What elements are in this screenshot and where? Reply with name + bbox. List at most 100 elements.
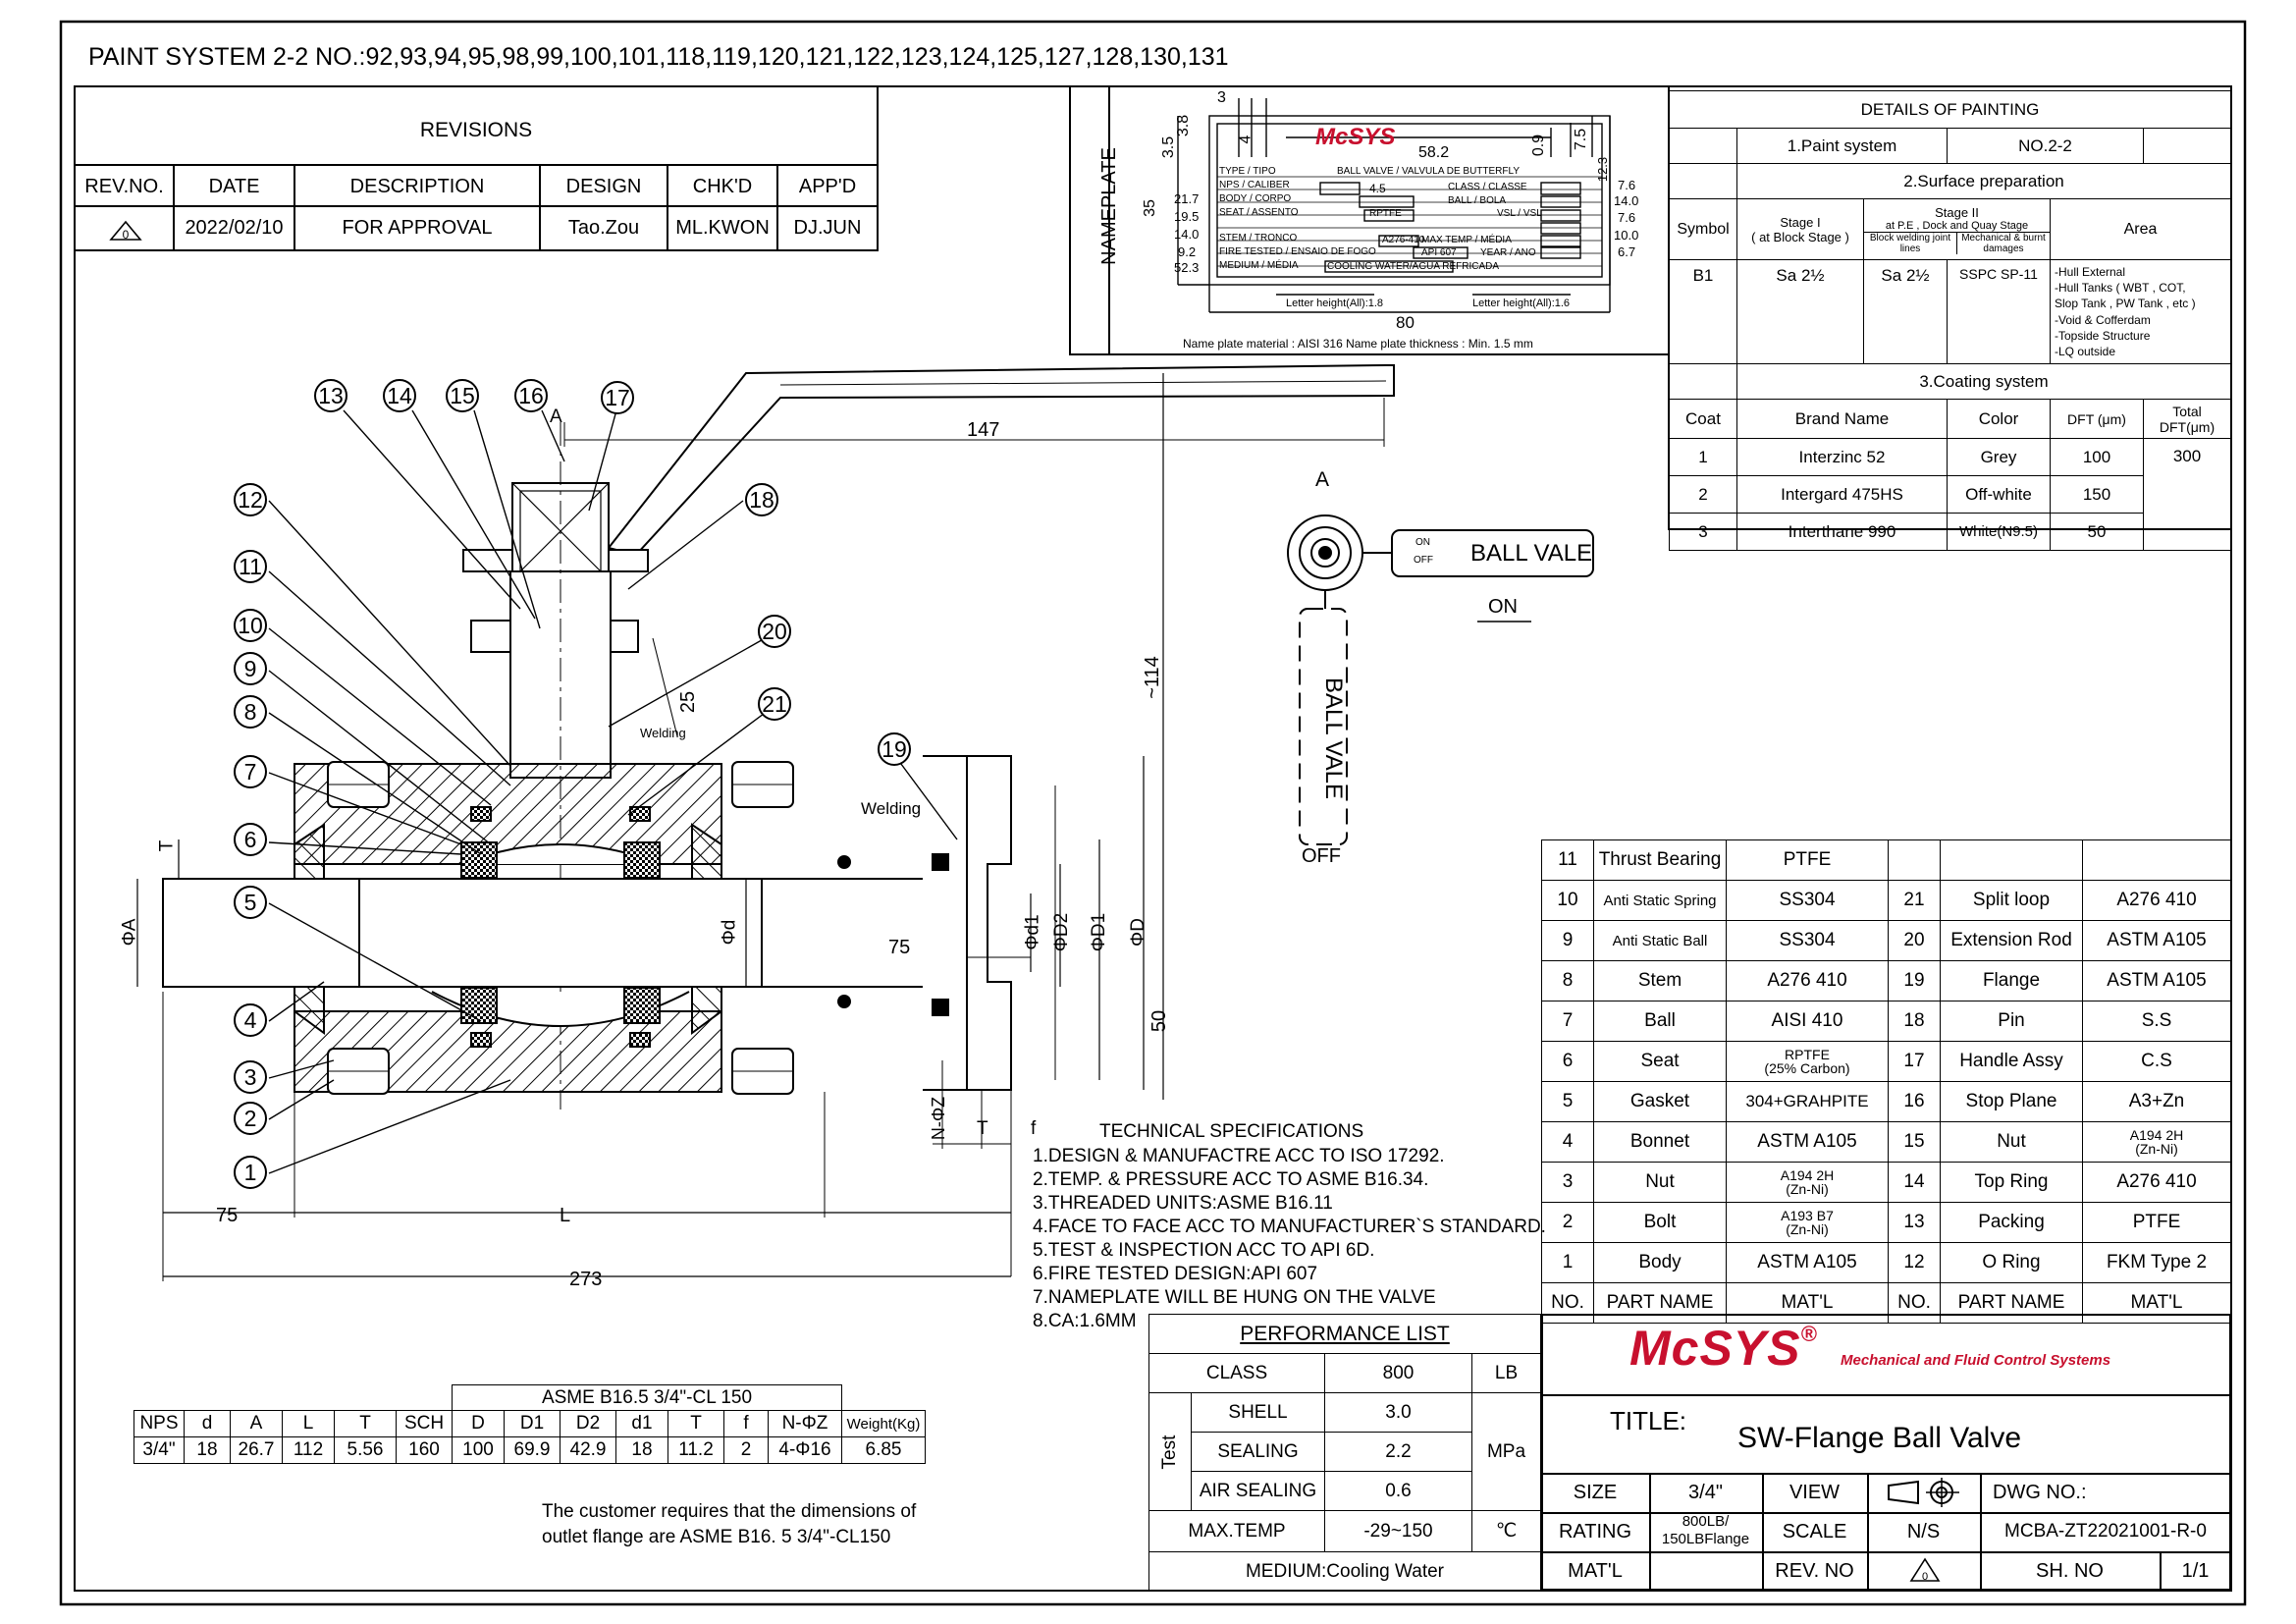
balloon-leaders [268,409,958,1174]
sheet-title: PAINT SYSTEM 2-2 NO.:92,93,94,95,98,99,1… [88,43,1229,71]
dim-header-cell: NPS [133,1410,185,1437]
part-no: 19 [1888,960,1941,1001]
tech-spec-item: 7.NAMEPLATE WILL BE HUNG ON THE VALVE [1033,1287,1436,1308]
handle-small-off: OFF [1414,555,1433,566]
part-name: Handle Assy [1940,1041,2083,1082]
perf-class-label: CLASS [1148,1353,1325,1393]
valve-section [136,364,1395,1281]
np-dim-3-5: 3.5 [1160,135,1178,159]
part-no: 13 [1888,1202,1941,1243]
balloon-3: 3 [234,1060,267,1094]
label-welding-1: Welding [640,726,686,740]
performance-table: PERFORMANCE LIST CLASS 800 LB Test SHELL… [1148,1314,1541,1592]
part-no: 9 [1541,920,1594,961]
tech-spec-item: 4.FACE TO FACE ACC TO MANUFACTURER`S STA… [1033,1217,1546,1237]
part-name: Ball [1593,1001,1727,1042]
np-nps-label: NPS / CALIBER [1219,180,1290,190]
brand-3: Interthane 990 [1736,513,1948,552]
part-no: 17 [1888,1041,1941,1082]
tech-spec-item: 1.DESIGN & MANUFACTRE ACC TO ISO 17292. [1033,1146,1445,1166]
coat-3: 3 [1669,513,1737,552]
part-name: Split loop [1940,880,2083,921]
color-3: White(N9.5) [1947,513,2051,552]
title-block-divider-3 [1541,1512,2231,1514]
part-material-line2: (Zn-Ni) [1786,1221,1829,1237]
perf-medium: MEDIUM:Cooling Water [1148,1551,1541,1592]
label-phi-d: Φd [719,919,740,946]
np-year-label: YEAR / ANO [1480,247,1536,258]
title-block-vline-1 [1649,1473,1651,1591]
brand-header: Brand Name [1736,399,1948,440]
part-material: ASTM A105 [1726,1242,1889,1283]
part-material-line1: RPTFE [1785,1047,1830,1062]
customer-note-1: The customer requires that the dimension… [542,1501,917,1522]
np-material-note: Name plate material : AISI 316 Name plat… [1183,337,1533,351]
balloon-7: 7 [234,755,267,788]
part-material: S.S [2082,1001,2231,1042]
perf-sealing-value: 2.2 [1324,1432,1472,1472]
balloon-15: 15 [446,379,479,412]
perf-air-value: 0.6 [1324,1471,1472,1511]
part-material: A276 410 [1726,960,1889,1001]
label-on: ON [1488,596,1518,618]
scale-value: N/S [1906,1521,1941,1543]
part-name: O Ring [1940,1242,2083,1283]
np-maxtemp-label: MAX TEMP / MÉDIA [1421,235,1512,245]
part-material: A193 B7(Zn-Ni) [1726,1202,1889,1243]
nameplate-logo: McSYS [1315,124,1396,150]
dim-273: 273 [569,1269,603,1290]
dim-L: L [560,1205,571,1226]
dim-value-cell: 4-Φ16 [768,1436,842,1464]
part-name: Anti Static Ball [1593,920,1727,961]
total-dft-header: Total DFT(μm) [2143,399,2231,440]
balloon-8: 8 [234,695,267,729]
np-dim-9-2: 9.2 [1178,244,1197,259]
area-line-2: Slop Tank , PW Tank , etc ) [2055,297,2196,311]
tech-spec-item: 6.FIRE TESTED DESIGN:API 607 [1033,1264,1318,1284]
balloon-11: 11 [234,550,267,583]
dim-header-cell: SCH [396,1410,453,1437]
dim-value-cell: 18 [615,1436,668,1464]
coating-title: 3.Coating system [1736,363,2231,401]
rev-col-approved: APP'D [798,176,857,197]
dim-header-cell: T [334,1410,397,1437]
part-name: Top Ring [1940,1162,2083,1203]
np-vsl-label: VSL / VSL [1497,208,1542,219]
np-stem-label: STEM / TRONCO [1219,233,1298,244]
paint-system-value: NO.2-2 [1947,128,2144,164]
part-material: ASTM A105 [2082,960,2231,1001]
part-name: Body [1593,1242,1727,1283]
label-f: f [1031,1118,1037,1139]
part-no: 2 [1541,1202,1594,1243]
dim-114: ~114 [1141,656,1163,699]
rev-col-checked: CHK'D [692,176,753,197]
np-dim-14-0r: 14.0 [1614,193,1639,208]
parts-footer-no: NO. [1888,1282,1941,1324]
dft-header: DFT (μm) [2050,399,2144,440]
balloon-5: 5 [234,886,267,919]
rev-col-date: DATE [208,176,260,197]
part-material: C.S [2082,1041,2231,1082]
balloon-6: 6 [234,823,267,856]
part-no [1888,839,1941,881]
rev-no-value: 0 [1921,1571,1929,1583]
sheet-no-value: 1/1 [2181,1560,2210,1582]
part-material-line2: (Zn-Ni) [2135,1141,2178,1157]
np-dim-14-0: 14.0 [1174,227,1200,242]
handle-text-off: BALL VALE [1320,677,1348,800]
outer-border [59,20,2247,1606]
customer-note-2: outlet flange are ASME B16. 5 3/4"-CL150 [542,1527,891,1547]
part-name: Seat [1593,1041,1727,1082]
label-phi-A: ΦA [119,918,140,947]
dim-value-cell: 26.7 [230,1436,283,1464]
label-N-phi-Z: N-ΦZ [929,1096,949,1141]
surface-stage2-header: Stage II at P.E , Dock and Quay Stage Bl… [1863,198,2051,260]
np-dim-0-9: 0.9 [1530,134,1548,157]
balloon-9: 9 [234,652,267,685]
rating-label: RATING [1558,1521,1632,1543]
dim-header-cell: T [667,1410,724,1437]
part-name: Bonnet [1593,1121,1727,1163]
